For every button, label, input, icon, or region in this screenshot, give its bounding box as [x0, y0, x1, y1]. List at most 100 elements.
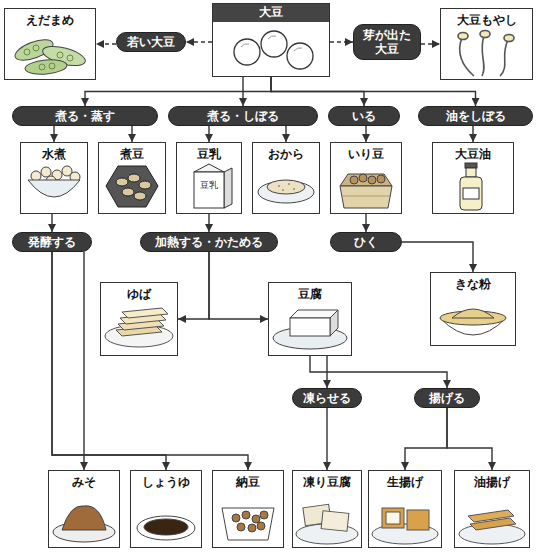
illustration-part	[222, 508, 274, 540]
node-label: 納豆	[236, 472, 260, 489]
node-label: 揚げる	[429, 391, 465, 405]
illustration-part	[144, 519, 188, 535]
illustration-part	[359, 174, 367, 182]
node-label: 煮る・蒸す	[55, 109, 115, 123]
flow-arrow	[330, 41, 353, 42]
illustration-part	[368, 176, 376, 184]
illustration-part	[293, 188, 295, 190]
illustration-part	[287, 43, 313, 69]
node-label: きな粉	[455, 274, 491, 291]
illustration-part	[242, 511, 250, 519]
illustration-part	[122, 188, 134, 196]
natto-illustration	[222, 508, 274, 540]
food-box: みそ	[48, 470, 120, 548]
source-box: 大豆	[212, 3, 330, 77]
illustration-part	[268, 36, 276, 39]
flow-arrow	[51, 214, 52, 232]
flow-arrow	[271, 77, 476, 106]
food-box: 豆乳	[176, 142, 242, 214]
food-box: 納豆	[212, 470, 284, 548]
illustration-part	[139, 181, 151, 189]
illustration-part	[500, 40, 508, 76]
illustration-part	[137, 516, 195, 540]
illustration-part	[452, 309, 494, 318]
illustration-part	[504, 35, 514, 42]
illustration-part	[62, 506, 106, 530]
node-label: 生揚げ	[387, 472, 423, 489]
flow-arrow	[52, 252, 166, 470]
illustration-part	[350, 176, 358, 184]
node-label: 芽が出た 大豆	[358, 28, 416, 56]
roasted-beans-illustration	[340, 174, 392, 208]
food-box: いり豆	[330, 142, 402, 214]
flow-arrow	[242, 77, 243, 106]
flow-arrow	[186, 41, 212, 42]
illustration-part	[377, 175, 385, 183]
process-pill: 若い大豆	[116, 32, 186, 52]
food-box: 大豆油	[432, 142, 514, 214]
flow-arrow	[178, 252, 209, 319]
node-label: 大豆もやし	[457, 10, 517, 27]
soybean-illustration	[234, 31, 313, 69]
tofu-illustration	[273, 310, 347, 349]
process-pill: 芽が出た 大豆	[353, 24, 421, 60]
thin-fried-tofu-illustration	[459, 510, 525, 544]
illustration-part	[342, 196, 390, 197]
process-pill: いる	[328, 106, 400, 126]
node-label: ひく	[354, 235, 378, 249]
illustration-part	[468, 510, 514, 522]
boiled-beans-illustration	[28, 166, 80, 197]
illustration-part	[386, 512, 400, 524]
node-label: 発酵する	[28, 235, 76, 249]
node-label: 煮豆	[120, 144, 144, 161]
food-box: きな粉	[430, 272, 516, 346]
flow-arrow	[421, 43, 440, 44]
okara-illustration	[258, 180, 314, 203]
illustration-part	[33, 45, 39, 51]
node-label: いる	[352, 109, 376, 123]
illustration-part	[340, 186, 392, 208]
flow-arrow	[85, 77, 271, 106]
illustration-part	[252, 515, 260, 523]
illustration-part	[463, 188, 479, 199]
illustration-part	[237, 523, 245, 531]
food-box: 豆腐	[268, 282, 352, 356]
node-label: 加熱する・かためる	[155, 235, 263, 249]
flow-arrow	[209, 252, 268, 319]
illustration-part	[24, 49, 30, 55]
food-box: 凍り豆腐	[292, 470, 362, 548]
illustration-part	[41, 167, 51, 177]
illustration-part	[67, 55, 73, 61]
flow-arrow	[365, 214, 366, 232]
process-pill: 煮る・蒸す	[12, 106, 158, 126]
node-label: 煮る・しぼる	[207, 109, 279, 123]
node-label: 豆乳	[197, 144, 221, 161]
food-box: えだまめ	[4, 8, 96, 80]
flow-arrow	[96, 43, 116, 44]
food-box: 水煮	[20, 142, 88, 214]
illustration-part	[460, 177, 482, 210]
process-pill: ひく	[330, 232, 402, 252]
illustration-part	[340, 174, 392, 186]
node-label: 大豆油	[455, 144, 491, 161]
illustration-part	[290, 318, 330, 336]
bean-sprout-illustration	[458, 31, 514, 77]
flow-arrow	[83, 252, 84, 470]
illustration-part	[458, 33, 468, 40]
process-pill: 油をしぼる	[418, 106, 533, 126]
food-box: しょうゆ	[130, 470, 202, 548]
flow-arrow	[402, 242, 473, 272]
flow-arrow	[472, 126, 473, 142]
node-label: 大豆	[213, 4, 329, 22]
illustration-part	[407, 510, 429, 530]
illustration-part	[49, 63, 55, 69]
food-box: 大豆もやし	[440, 8, 533, 80]
illustration-part	[257, 522, 265, 530]
illustration-part	[330, 310, 338, 336]
food-box: おから	[252, 142, 320, 214]
simmered-beans-illustration	[106, 166, 158, 207]
illustration-part	[134, 192, 146, 200]
illustration-part	[57, 52, 63, 58]
soybean-oil-illustration	[460, 163, 482, 210]
